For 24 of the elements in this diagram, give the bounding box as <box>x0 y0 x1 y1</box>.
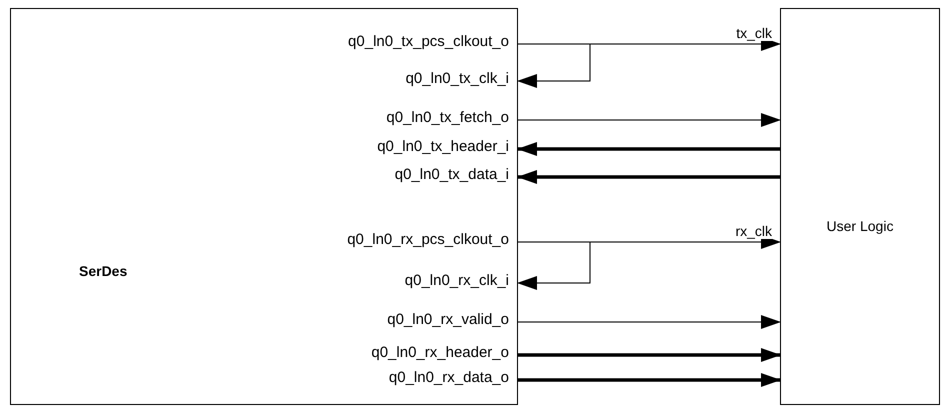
user-logic-block <box>780 8 940 405</box>
signal-arrow <box>517 44 590 88</box>
pin-label: q0_ln0_rx_pcs_clkout_o <box>343 231 517 249</box>
signal-arrow <box>517 142 780 156</box>
pin-label: q0_ln0_rx_data_o <box>384 369 517 387</box>
signal-arrow <box>517 242 590 290</box>
pin-label: q0_ln0_tx_data_i <box>390 166 517 184</box>
signal-arrow <box>518 113 781 127</box>
pin-label: q0_ln0_rx_header_o <box>367 344 517 362</box>
pin-label: q0_ln0_tx_header_i <box>373 138 517 156</box>
pin-label: q0_ln0_tx_fetch_o <box>382 109 517 127</box>
block-title: User Logic <box>826 217 894 236</box>
signal-arrow <box>518 315 781 329</box>
signal-arrow <box>518 373 781 387</box>
pin-label: q0_ln0_tx_clk_i <box>402 70 517 88</box>
signal-arrow <box>518 348 781 362</box>
pin-label: q0_ln0_tx_pcs_clkout_o <box>344 33 517 51</box>
edge-label: tx_clk <box>736 25 772 41</box>
signal-arrow <box>517 170 780 184</box>
pin-label: q0_ln0_rx_valid_o <box>383 311 517 329</box>
pin-label: q0_ln0_rx_clk_i <box>400 272 517 290</box>
edge-label: rx_clk <box>735 223 772 239</box>
serdes-block <box>10 8 518 405</box>
block-title: SerDes <box>79 262 128 281</box>
